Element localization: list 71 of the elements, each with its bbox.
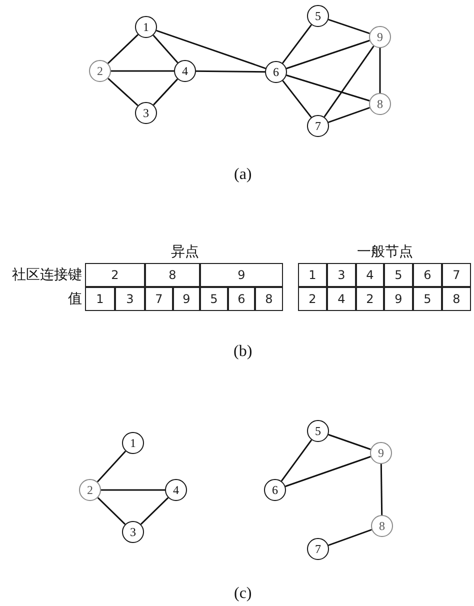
- edge-line: [328, 106, 370, 124]
- table-cell: 5: [413, 287, 442, 311]
- table-cell: 1: [85, 287, 115, 311]
- edge-line: [324, 46, 374, 118]
- edge-line: [152, 78, 178, 106]
- edge-line: [285, 456, 371, 488]
- node-circle: 2: [79, 479, 101, 501]
- edge-line: [282, 24, 312, 64]
- edge-line: [328, 529, 372, 546]
- edge-line: [140, 497, 169, 525]
- table-cell: 1: [298, 263, 327, 287]
- edge-line: [380, 464, 383, 516]
- node-circle: 1: [135, 16, 157, 38]
- node-circle: 5: [307, 420, 329, 442]
- node-circle: 3: [135, 102, 157, 124]
- table-cell: 2: [85, 263, 145, 287]
- table-cell: 2: [298, 287, 327, 311]
- node-circle: 4: [174, 60, 196, 82]
- edge-line: [96, 450, 126, 482]
- node-circle: 4: [165, 479, 187, 501]
- panel-label: (b): [234, 344, 252, 360]
- table-cell: 9: [173, 287, 200, 311]
- edge-line: [282, 80, 312, 118]
- node-circle: 7: [307, 115, 329, 137]
- node-circle: 7: [307, 538, 329, 560]
- table-cell: 9: [200, 263, 283, 287]
- edge-line: [108, 78, 138, 106]
- edge-line: [280, 439, 312, 482]
- node-circle: 6: [265, 61, 287, 83]
- table-cell: 4: [356, 263, 384, 287]
- node-circle: 9: [370, 442, 392, 464]
- node-circle: 5: [307, 5, 329, 27]
- table-cell: 3: [115, 287, 145, 311]
- table-cell: 3: [327, 263, 356, 287]
- node-circle: 8: [371, 515, 393, 537]
- edge-line: [107, 34, 139, 64]
- table-cell: 6: [228, 287, 255, 311]
- edge-line: [156, 30, 266, 70]
- edge-line: [196, 70, 265, 73]
- table-cell: 4: [327, 287, 356, 311]
- panel-label: (c): [234, 586, 252, 602]
- edge-line: [101, 489, 165, 491]
- edge-line: [286, 74, 370, 102]
- table-cell: 5: [384, 263, 413, 287]
- panel-label: (a): [234, 167, 252, 183]
- table-cell: 7: [145, 287, 173, 311]
- table-cell: 7: [442, 263, 471, 287]
- node-circle: 2: [89, 60, 111, 82]
- table-cell: 9: [384, 287, 413, 311]
- table-cell: 2: [356, 287, 384, 311]
- table-cell: 8: [442, 287, 471, 311]
- edge-line: [97, 497, 126, 525]
- row-header: 社区连接键: [12, 268, 82, 282]
- row-header: 值: [68, 292, 82, 306]
- edge-line: [111, 70, 174, 72]
- table-cell: 8: [255, 287, 283, 311]
- node-circle: 8: [369, 93, 391, 115]
- edge-line: [379, 48, 381, 93]
- column-header: 异点: [171, 245, 199, 259]
- node-circle: 1: [122, 432, 144, 454]
- table-cell: 6: [413, 263, 442, 287]
- column-header: 一般节点: [357, 245, 413, 259]
- node-circle: 9: [369, 26, 391, 48]
- edge-line: [328, 18, 370, 34]
- table-cell: 8: [145, 263, 200, 287]
- edge-line: [286, 40, 370, 70]
- node-circle: 6: [264, 479, 286, 501]
- edge-line: [328, 434, 371, 450]
- edge-line: [152, 34, 178, 64]
- table-cell: 5: [200, 287, 228, 311]
- node-circle: 3: [122, 521, 144, 543]
